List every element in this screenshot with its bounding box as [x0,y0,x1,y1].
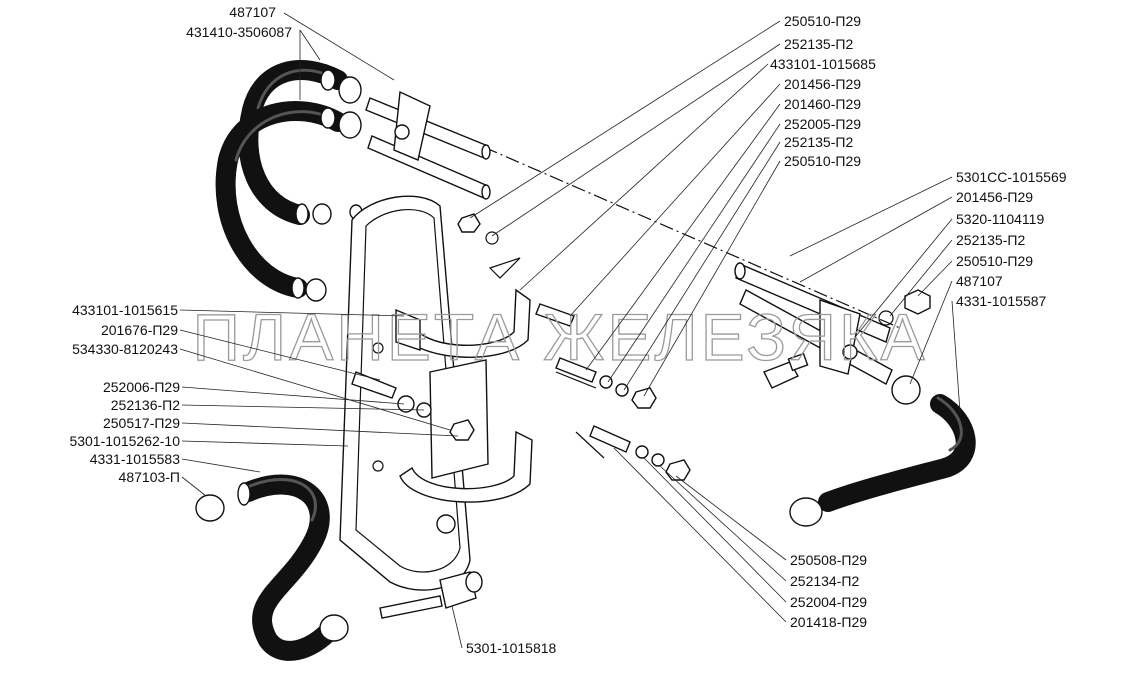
label-250510-p29-a: 250510-П29 [784,13,861,29]
label-487107-top: 487107 [229,4,276,20]
label-487103-p: 487103-П [119,469,180,485]
right-hardware [763,289,931,389]
drain-valve [379,571,483,619]
label-534330-8120243: 534330-8120243 [72,341,178,357]
label-201460-p29: 201460-П29 [784,96,861,112]
label-5301-1015818: 5301-1015818 [466,640,557,656]
label-250517-p29: 250517-П29 [103,415,180,431]
part-labels: 487107 431410-3506087 250510-П29 252135-… [69,4,1066,656]
label-5301cc-1015569: 5301СС-1015569 [956,169,1067,185]
label-250510-p29-c: 250510-П29 [956,253,1033,269]
hose-lower-left [195,474,349,661]
label-252135-p2-a: 252135-П2 [784,36,853,52]
label-201456-p29-a: 201456-П29 [784,76,861,92]
brackets [372,257,533,503]
label-433101-1015685: 433101-1015685 [770,56,876,72]
watermark: ПЛАНЕТА ЖЕЛЕЗЯКА [192,300,927,374]
label-252136-p2: 252136-П2 [111,397,180,413]
assembly-drawing: ПЛАНЕТА ЖЕЛЕЗЯКА [192,60,976,661]
label-5301-1015262-10: 5301-1015262-10 [69,433,180,449]
label-201418-p29: 201418-П29 [790,614,867,630]
label-250508-p29: 250508-П29 [790,552,867,568]
label-250510-p29-b: 250510-П29 [784,153,861,169]
hose-upper-left [215,60,348,299]
label-201676-p29: 201676-П29 [101,322,178,338]
label-252004-p29: 252004-П29 [790,594,867,610]
label-4331-1015587: 4331-1015587 [956,293,1047,309]
label-5320-1104119: 5320-1104119 [956,211,1044,227]
label-252134-p2: 252134-П2 [790,573,859,589]
label-4331-1015583: 4331-1015583 [90,451,181,467]
label-201456-p29-b: 201456-П29 [956,189,1033,205]
axis-line [439,127,901,329]
label-252006-p29: 252006-П29 [103,379,180,395]
leader-lines [179,12,961,649]
tubes-right [734,262,893,385]
label-252135-p2-b: 252135-П2 [784,134,853,150]
tubes-upper [365,90,491,200]
label-252005-p29: 252005-П29 [784,116,861,132]
label-433101-1015615: 433101-1015615 [72,302,178,318]
label-487107-right: 487107 [956,273,1003,289]
hose-right [789,375,976,527]
label-252135-p2-c: 252135-П2 [956,232,1025,248]
label-431410-3506087: 431410-3506087 [186,24,292,40]
